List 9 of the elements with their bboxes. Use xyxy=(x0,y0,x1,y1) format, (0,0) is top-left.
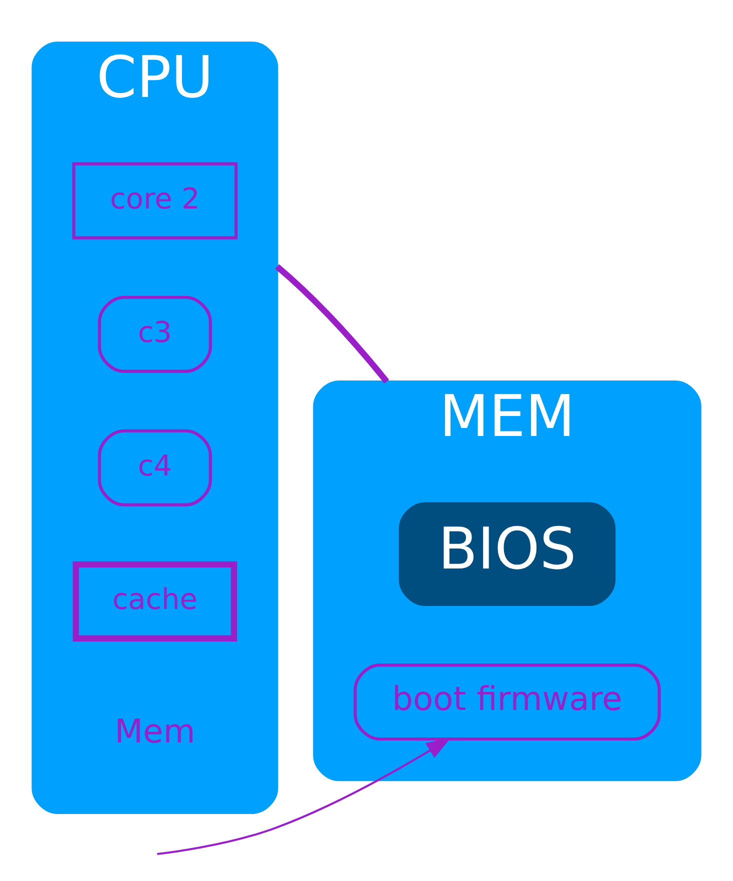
node-box: c4 xyxy=(98,429,212,506)
node-box: cache xyxy=(72,561,238,642)
connector xyxy=(275,264,390,384)
node-box: BIOS xyxy=(398,502,616,606)
node-box: c3 xyxy=(98,296,212,373)
label: Mem xyxy=(114,712,196,751)
node-box: boot firmware xyxy=(354,664,661,741)
node-box: core 2 xyxy=(72,162,238,240)
arrow xyxy=(157,738,451,856)
